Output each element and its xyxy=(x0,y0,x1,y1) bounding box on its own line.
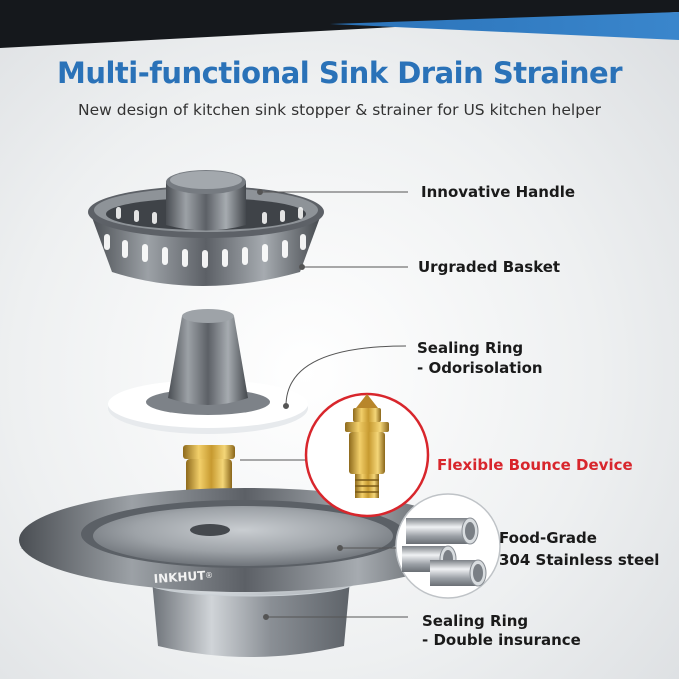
brand-registered-mark: ® xyxy=(205,571,213,580)
label-food-grade-1: Food-Grade xyxy=(499,529,597,547)
label-innovative-handle: Innovative Handle xyxy=(421,183,576,201)
label-sealing-ring-odor-2: - Odorisolation xyxy=(417,359,543,377)
brand-logo: INKHUT xyxy=(153,568,206,586)
label-sealing-ring-double-2: - Double insurance xyxy=(422,631,581,649)
bounce-device-callout xyxy=(240,392,430,518)
label-upgraded-basket: Urgraded Basket xyxy=(418,258,561,276)
label-food-grade-2: 304 Stainless steel xyxy=(499,551,660,569)
label-sealing-ring-odor-1: Sealing Ring xyxy=(417,339,524,357)
basket-part xyxy=(88,170,324,286)
stopper-part xyxy=(108,309,308,434)
leader-lines xyxy=(257,189,408,620)
page-title: Multi-functional Sink Drain Strainer xyxy=(56,56,623,90)
label-sealing-ring-double-1: Sealing Ring xyxy=(422,612,529,630)
top-banner xyxy=(0,0,679,48)
label-flexible-bounce-device: Flexible Bounce Device xyxy=(437,456,633,474)
stainless-pipes-callout xyxy=(395,493,501,599)
page-subtitle: New design of kitchen sink stopper & str… xyxy=(78,101,601,119)
